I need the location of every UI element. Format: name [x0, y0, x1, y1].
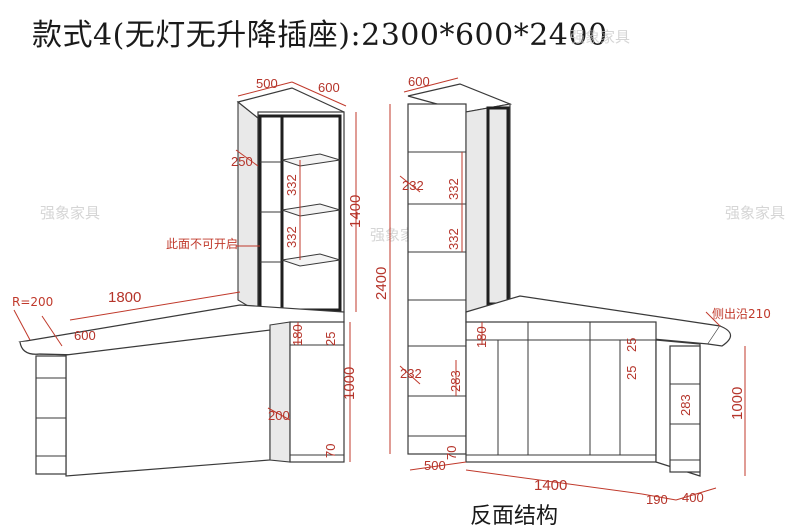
dim-25: 25 — [624, 366, 639, 380]
countertop-round-edge — [707, 325, 732, 347]
dim-232: 232 — [402, 178, 424, 193]
dim-180: 180 — [290, 324, 305, 346]
end-shelf-unit — [669, 345, 701, 473]
tower-side-panel — [237, 100, 259, 313]
dim-25: 25 — [624, 338, 639, 352]
dim-180: 180 — [474, 326, 489, 348]
dim-500: 500 — [424, 458, 446, 473]
left-cabinet-drawing: 500 600 250 332 332 1400 此面不可开启 1800 R=2… — [12, 76, 364, 477]
dim-600: 600 — [318, 80, 340, 95]
dim-70: 70 — [323, 444, 338, 458]
end-shelf-unit — [35, 355, 67, 475]
dim-283: 283 — [448, 370, 463, 392]
dim-332: 332 — [284, 174, 299, 196]
dim-332: 332 — [446, 178, 461, 200]
watermark: 强象家具 — [570, 28, 630, 46]
watermark: 强象家具 — [725, 204, 785, 222]
dim-232: 232 — [400, 366, 422, 381]
note-side-edge: 侧出沿210 — [712, 307, 771, 321]
right-cabinet-drawing: 600 2400 232 332 332 180 25 25 232 283 2… — [373, 74, 771, 507]
dim-1000: 1000 — [729, 387, 746, 420]
dim-1800: 1800 — [108, 289, 141, 306]
dim-400: 400 — [682, 490, 704, 505]
dim-332: 332 — [284, 226, 299, 248]
diagram-caption: 反面结构 — [470, 504, 559, 529]
dim-200: 200 — [268, 408, 290, 423]
dim-332: 332 — [446, 228, 461, 250]
dim-500: 500 — [256, 76, 278, 91]
shelf — [281, 203, 341, 217]
dim-2400: 2400 — [373, 267, 390, 300]
shelf — [281, 253, 341, 267]
dim-250: 250 — [231, 154, 253, 169]
note-radius: R=200 — [12, 295, 53, 309]
shelf — [281, 153, 341, 167]
lower-cabinet-side — [269, 321, 291, 463]
dim-1400: 1400 — [347, 195, 364, 228]
dim-25: 25 — [323, 332, 338, 346]
dim-190: 190 — [646, 492, 668, 507]
watermark: 强象家具 — [40, 204, 100, 222]
back-panel — [65, 329, 271, 477]
dim-1400: 1400 — [534, 477, 567, 494]
note-no-open: 此面不可开启 — [166, 237, 238, 251]
diagram-title: 款式4(无灯无升降插座):2300*600*2400 — [32, 18, 608, 53]
countertop-edge — [19, 321, 345, 356]
dim-600: 600 — [408, 74, 430, 89]
dim-283: 283 — [678, 394, 693, 416]
tower-front — [407, 103, 467, 455]
dim-600: 600 — [74, 328, 96, 343]
dim-70: 70 — [444, 446, 459, 460]
dim-1000: 1000 — [341, 367, 358, 400]
